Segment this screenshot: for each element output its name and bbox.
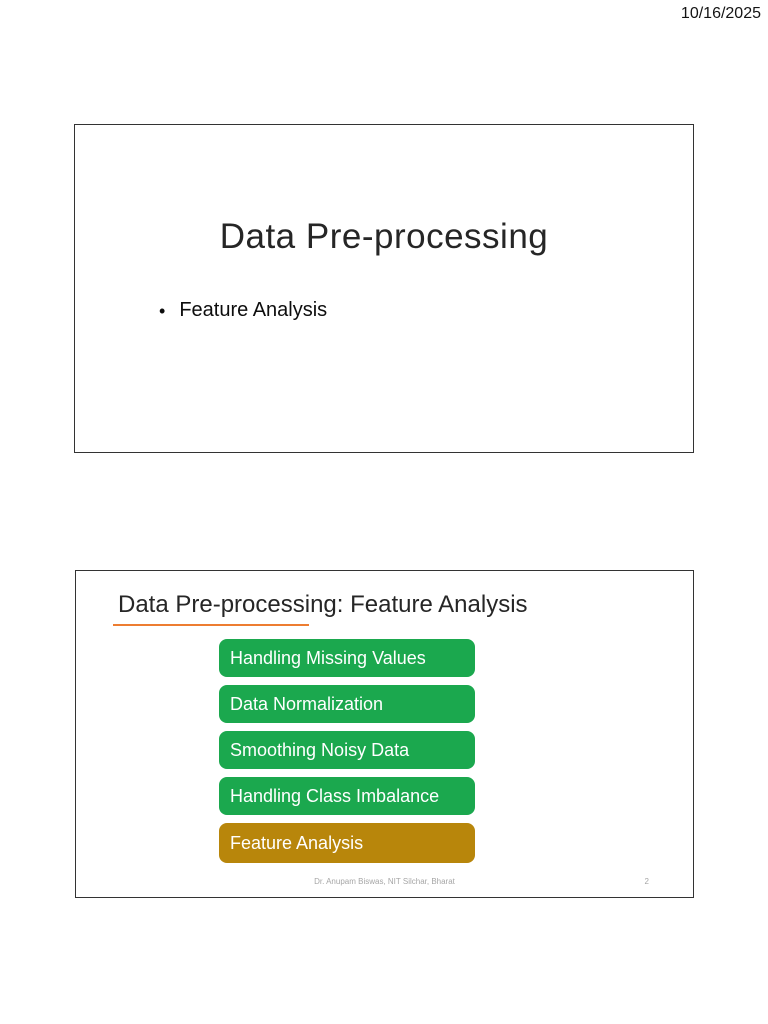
slide-1-title: Data Pre-processing xyxy=(219,217,549,256)
page-date: 10/16/2025 xyxy=(680,5,761,22)
slide-footer: Dr. Anupam Biswas, NIT Silchar, Bharat xyxy=(314,877,455,886)
process-box-label: Handling Missing Values xyxy=(230,647,426,668)
process-box-label: Feature Analysis xyxy=(230,832,364,853)
bullet-text: Feature Analysis xyxy=(179,299,328,321)
bullet-item: • Feature Analysis xyxy=(159,299,327,322)
process-box-list: Handling Missing Values Data Normalizati… xyxy=(219,639,475,863)
process-box-label: Data Normalization xyxy=(230,693,384,714)
process-box-feature-analysis: Feature Analysis xyxy=(219,823,475,863)
process-box-handling-class-imbalance: Handling Class Imbalance xyxy=(219,777,475,815)
process-box-label: Handling Class Imbalance xyxy=(230,785,440,806)
title-underline xyxy=(113,624,309,626)
process-box-label: Smoothing Noisy Data xyxy=(230,739,410,760)
slide-1: Data Pre-processing • Feature Analysis xyxy=(74,124,694,453)
slide-2: Data Pre-processing: Feature Analysis Ha… xyxy=(75,570,694,898)
process-box-data-normalization: Data Normalization xyxy=(219,685,475,723)
slide-2-title: Data Pre-processing: Feature Analysis xyxy=(118,591,528,618)
process-box-smoothing-noisy-data: Smoothing Noisy Data xyxy=(219,731,475,769)
process-box-handling-missing-values: Handling Missing Values xyxy=(219,639,475,677)
slide-page-number: 2 xyxy=(644,877,649,886)
bullet-icon: • xyxy=(159,300,166,321)
